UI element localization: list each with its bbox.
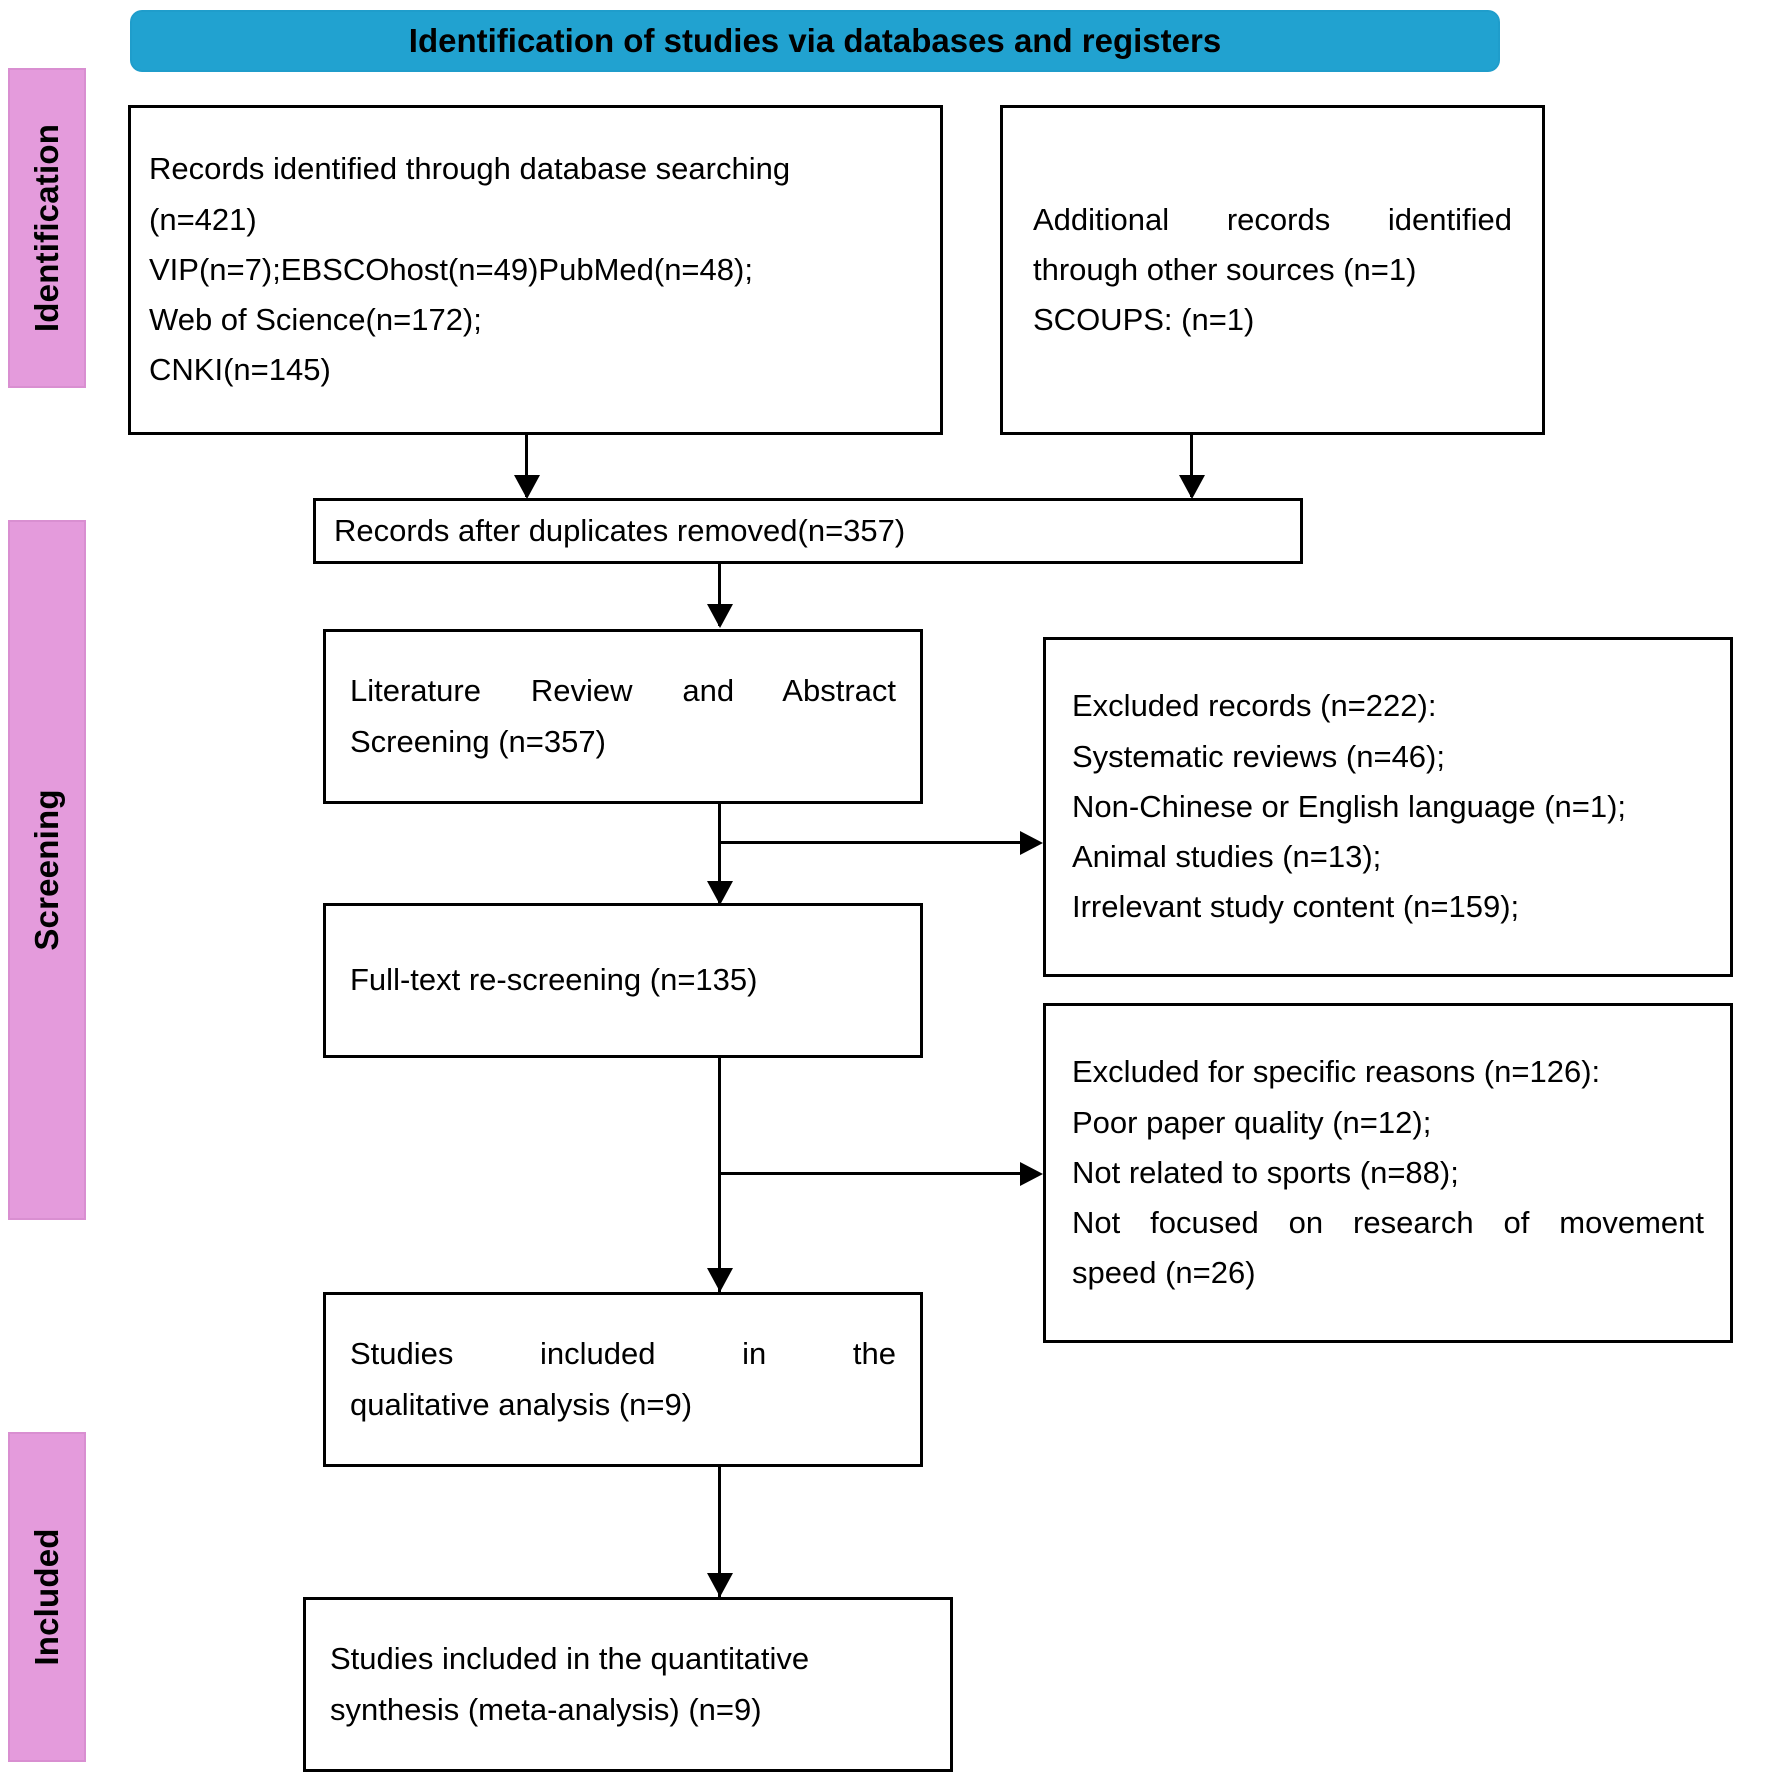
connector-screening-to-excluded [718, 841, 1023, 844]
exc-line-5: Irrelevant study content (n=159); [1072, 889, 1520, 925]
stage-label-screening-text: Screening [28, 789, 65, 951]
connector-fulltext-down-stub [718, 1058, 721, 1183]
stage-label-included-text: Included [28, 1528, 65, 1666]
exr-line-1: Excluded for specific reasons (n=126): [1072, 1054, 1601, 1090]
connector-screening-down-stub [718, 804, 721, 844]
arrow-duplicates-to-screening [707, 604, 733, 628]
connector-fulltext-to-excluded [718, 1172, 1023, 1175]
ft-line-1: Full-text re-screening (n=135) [350, 962, 758, 998]
diagram-header-banner: Identification of studies via databases … [130, 10, 1500, 72]
box-quantitative-synthesis-text: Studies included in the quantitative syn… [306, 1634, 950, 1734]
connector-fulltext-to-qualitative [718, 1172, 721, 1292]
db-line-4: Web of Science(n=172); [149, 302, 482, 338]
exc-line-4: Animal studies (n=13); [1072, 839, 1382, 875]
box-additional-records: Additional records identified through ot… [1000, 105, 1545, 435]
box-fulltext-rescreening-text: Full-text re-screening (n=135) [326, 955, 920, 1005]
arrow-qualitative-to-quantitative [707, 1573, 733, 1597]
connector-qualitative-to-quantitative [718, 1467, 721, 1597]
db-line-1: Records identified through database sear… [149, 151, 791, 187]
connector-screening-to-fulltext [718, 841, 721, 903]
connector-duplicates-to-screening [718, 564, 721, 626]
exc-line-2: Systematic reviews (n=46); [1072, 738, 1445, 774]
exr-line-4: Not focused on research of movement [1072, 1205, 1704, 1241]
db-line-3: VIP(n=7);EBSCOhost(n=49)PubMed(n=48); [149, 251, 753, 287]
exc-line-1: Excluded records (n=222): [1072, 688, 1437, 724]
quant-line-1: Studies included in the quantitative [330, 1641, 810, 1677]
db-line-5: CNKI(n=145) [149, 352, 331, 388]
stage-label-identification: Identification [8, 68, 86, 388]
box-excluded-specific-reasons: Excluded for specific reasons (n=126): P… [1043, 1003, 1733, 1343]
arrow-screening-to-fulltext [707, 881, 733, 905]
other-line-1: Additional records identified [1033, 201, 1512, 237]
arrow-fulltext-to-qualitative [707, 1268, 733, 1292]
box-records-database-search: Records identified through database sear… [128, 105, 943, 435]
connector-db-to-duplicates [525, 435, 528, 497]
box-excluded-records: Excluded records (n=222): Systematic rev… [1043, 637, 1733, 977]
connector-other-to-duplicates [1190, 435, 1193, 497]
box-additional-records-text: Additional records identified through ot… [1003, 195, 1542, 346]
stage-label-identification-text: Identification [28, 123, 65, 333]
box-abstract-screening-text: Literature Review and Abstract Screening… [326, 666, 920, 766]
quant-line-2: synthesis (meta-analysis) (n=9) [330, 1691, 762, 1727]
stage-label-included: Included [8, 1432, 86, 1762]
box-abstract-screening: Literature Review and Abstract Screening… [323, 629, 923, 804]
box-duplicates-removed-text: Records after duplicates removed(n=357) [316, 506, 1300, 556]
box-records-database-search-text: Records identified through database sear… [131, 144, 940, 395]
box-fulltext-rescreening: Full-text re-screening (n=135) [323, 903, 923, 1058]
box-excluded-specific-reasons-text: Excluded for specific reasons (n=126): P… [1046, 1047, 1730, 1298]
box-quantitative-synthesis: Studies included in the quantitative syn… [303, 1597, 953, 1772]
arrow-other-to-duplicates [1179, 475, 1205, 499]
box-qualitative-analysis-text: Studies included in the qualitative anal… [326, 1329, 920, 1429]
dup-line-1: Records after duplicates removed(n=357) [334, 512, 906, 548]
box-qualitative-analysis: Studies included in the qualitative anal… [323, 1292, 923, 1467]
abs-line-2: Screening (n=357) [350, 723, 606, 759]
exr-line-2: Poor paper quality (n=12); [1072, 1104, 1432, 1140]
exr-line-3: Not related to sports (n=88); [1072, 1154, 1459, 1190]
db-line-2: (n=421) [149, 201, 257, 237]
exr-line-5: speed (n=26) [1072, 1255, 1256, 1291]
diagram-title: Identification of studies via databases … [408, 22, 1222, 59]
qual-line-2: qualitative analysis (n=9) [350, 1386, 693, 1422]
exc-line-3: Non-Chinese or English language (n=1); [1072, 788, 1627, 824]
arrow-db-to-duplicates [514, 475, 540, 499]
box-excluded-records-text: Excluded records (n=222): Systematic rev… [1046, 681, 1730, 932]
box-duplicates-removed: Records after duplicates removed(n=357) [313, 498, 1303, 564]
arrow-fulltext-to-excluded [1020, 1162, 1043, 1186]
other-line-3: SCOUPS: (n=1) [1033, 302, 1255, 338]
stage-label-screening: Screening [8, 520, 86, 1220]
other-line-2: through other sources (n=1) [1033, 251, 1417, 287]
arrow-screening-to-excluded [1020, 831, 1043, 855]
qual-line-1: Studies included in the [350, 1336, 896, 1372]
abs-line-1: Literature Review and Abstract [350, 673, 896, 709]
